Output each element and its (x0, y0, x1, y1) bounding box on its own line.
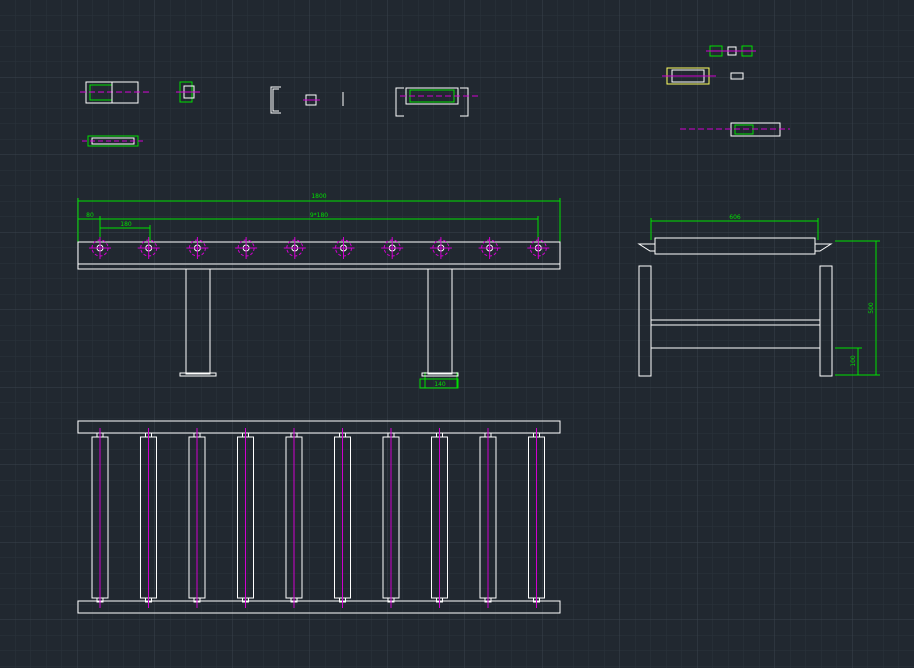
detail-channel-section[interactable] (270, 86, 281, 114)
dim-chain-pitch: 9*180 (310, 212, 328, 219)
dim-overall-length: 1800 (311, 193, 326, 200)
detail-section-assembly[interactable] (395, 87, 478, 117)
side-view[interactable]: 606 500 100 (637, 214, 880, 377)
front-roller (186, 237, 209, 259)
front-roller (429, 237, 452, 259)
dim-foot-height: 100 (850, 355, 857, 367)
detail-bracket-small[interactable] (176, 81, 200, 103)
detail-axle-right[interactable] (680, 122, 790, 137)
front-view-frame (77, 241, 561, 377)
front-roller (478, 237, 501, 259)
detail-shaft[interactable] (82, 135, 146, 147)
plan-roller (334, 428, 351, 608)
plan-roller (188, 428, 206, 608)
front-roller (283, 237, 306, 259)
front-roller (235, 237, 258, 259)
front-view[interactable]: 1800 80 180 9*180 140 (77, 193, 561, 389)
detail-roller-end[interactable] (662, 67, 744, 85)
plan-roller (479, 428, 497, 608)
plan-view[interactable] (77, 420, 561, 614)
dim-side-width: 606 (729, 214, 741, 221)
front-roller (527, 237, 550, 259)
plan-roller (285, 428, 303, 608)
front-roller (89, 237, 111, 259)
plan-roller (91, 428, 109, 608)
front-roller (137, 237, 160, 259)
plan-roller (140, 428, 157, 608)
front-view-rollers (89, 237, 550, 259)
detail-fasteners-top-right[interactable] (706, 45, 756, 57)
detail-roller-assembly[interactable] (80, 81, 150, 104)
plan-roller (237, 428, 254, 608)
dim-side-height: 500 (868, 302, 875, 314)
dim-foot-width: 140 (434, 381, 446, 388)
front-roller (332, 237, 355, 259)
dim-roller-pitch: 180 (120, 221, 132, 228)
dim-edge-offset: 80 (86, 212, 94, 219)
side-view-frame (637, 237, 833, 377)
detail-bearing[interactable] (303, 94, 320, 106)
plan-view-rollers (91, 428, 545, 608)
side-view-dimensions (650, 218, 880, 376)
plan-roller (528, 428, 545, 608)
plan-view-frame (77, 420, 561, 614)
plan-roller (431, 428, 448, 608)
front-roller (381, 237, 404, 259)
plan-roller (382, 428, 400, 608)
